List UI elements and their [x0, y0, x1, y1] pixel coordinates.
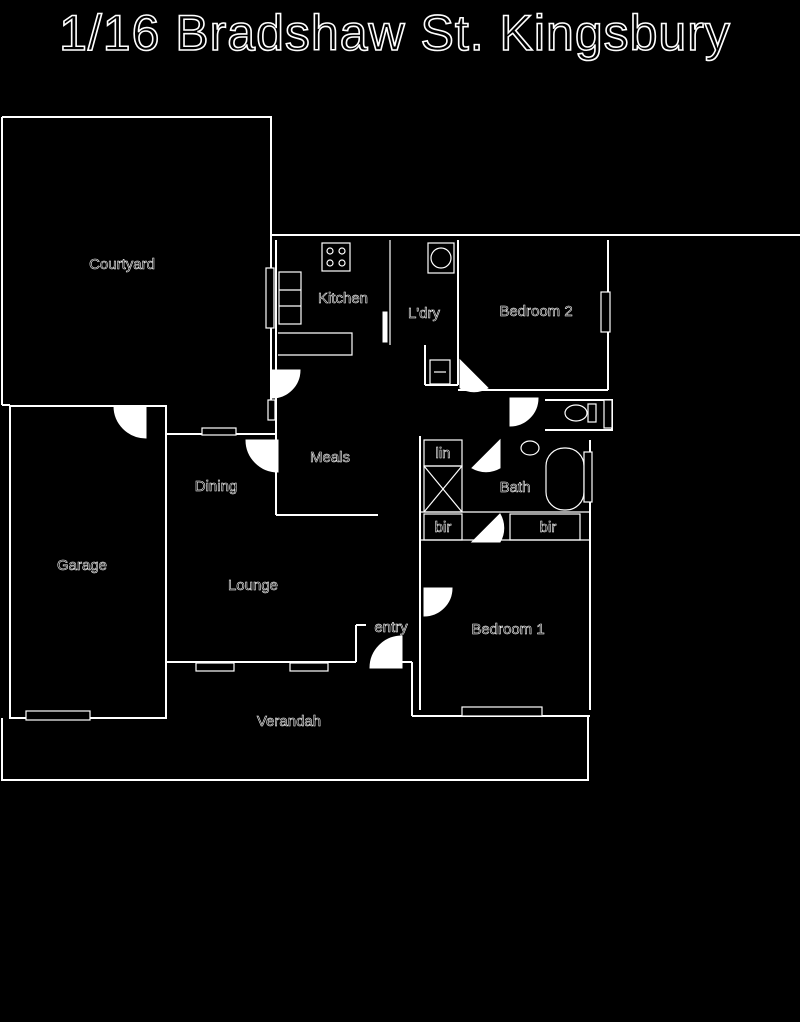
laundry-tap-icon	[382, 311, 388, 343]
label-bath: Bath	[500, 479, 531, 496]
washer-drum-icon	[430, 247, 452, 269]
toilet-icon	[564, 404, 588, 422]
kitchen-fixtures	[278, 242, 388, 356]
bathtub-icon	[545, 447, 585, 511]
shower-cross	[423, 465, 463, 513]
label-lounge: Lounge	[228, 577, 278, 594]
label-lin: lin	[435, 445, 450, 462]
label-kitchen: Kitchen	[318, 290, 368, 307]
label-garage: Garage	[57, 557, 107, 574]
toilet-window	[603, 399, 613, 429]
garage-door	[113, 405, 147, 439]
laundry-fixtures	[427, 242, 455, 385]
bedroom1-door	[423, 587, 453, 617]
bath-window	[583, 451, 593, 503]
walls	[1, 116, 800, 781]
label-bedroom1: Bedroom 1	[471, 621, 544, 638]
bedroom2-window	[600, 291, 611, 333]
windows	[25, 267, 613, 721]
dining-window	[201, 427, 237, 436]
cistern-icon	[587, 403, 597, 423]
kitchen-window	[265, 267, 275, 329]
basin-icon	[520, 440, 540, 456]
label-bir-right: bir	[540, 519, 557, 536]
burner-icon	[326, 247, 334, 255]
toilet-door	[509, 397, 539, 427]
dining-door	[245, 439, 279, 473]
bir-door	[470, 513, 505, 543]
laundry-door	[459, 358, 489, 393]
toilet-walls	[545, 399, 613, 431]
lounge-window-left	[195, 662, 235, 672]
meals-window	[267, 399, 276, 421]
shower-icon	[423, 465, 463, 513]
burner-icon	[326, 259, 334, 267]
room-labels: Courtyard Kitchen L'dry Bedroom 2 Meals …	[57, 256, 573, 731]
label-dining: Dining	[195, 478, 238, 495]
label-laundry: L'dry	[408, 305, 441, 322]
washer-icon	[427, 242, 455, 274]
bir-left-cupboard	[423, 513, 463, 541]
doors	[113, 358, 539, 669]
plan-title: 1/16 Bradshaw St. Kingsbury	[59, 5, 731, 61]
label-meals: Meals	[310, 449, 350, 466]
bedroom1-window	[461, 706, 543, 717]
courtyard-boundary	[2, 116, 272, 235]
lounge-window-right	[289, 662, 329, 672]
kitchen-sink-icon	[278, 271, 302, 325]
burner-icon	[338, 247, 346, 255]
bir-right-cupboard	[509, 513, 581, 541]
front-door	[369, 635, 403, 669]
cooktop-icon	[321, 242, 351, 272]
trough-icon	[429, 359, 451, 385]
label-bir-left: bir	[435, 519, 452, 536]
kitchen-door	[271, 369, 301, 399]
bath-door	[471, 438, 501, 473]
label-bedroom2: Bedroom 2	[499, 303, 572, 320]
garage-window	[25, 710, 91, 721]
kitchen-bench	[278, 332, 353, 356]
label-courtyard: Courtyard	[89, 256, 155, 273]
verandah-outline	[1, 716, 589, 781]
label-verandah: Verandah	[257, 713, 321, 730]
burner-icon	[338, 259, 346, 267]
label-entry: entry	[374, 619, 408, 636]
